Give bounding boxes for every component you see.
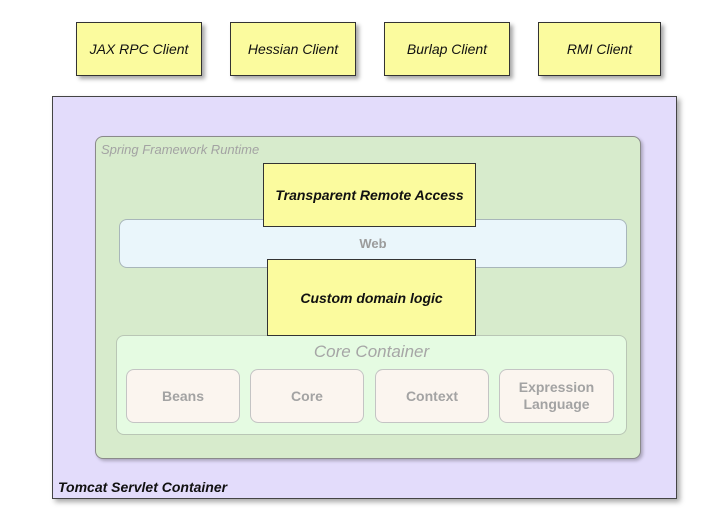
context-module: Context xyxy=(375,369,489,423)
rmi-client-box: RMI Client xyxy=(538,22,661,76)
web-label: Web xyxy=(359,236,387,251)
tomcat-servlet-container-label: Tomcat Servlet Container xyxy=(58,479,228,495)
burlap-client-box: Burlap Client xyxy=(384,22,510,76)
transparent-remote-access-box: Transparent Remote Access xyxy=(263,163,476,227)
spring-framework-runtime-label: Spring Framework Runtime xyxy=(101,142,260,157)
jax-rpc-client-label: JAX RPC Client xyxy=(89,41,189,57)
custom-domain-logic-label: Custom domain logic xyxy=(300,289,443,306)
expression-language-module-label: Expression Language xyxy=(518,379,595,412)
hessian-client-label: Hessian Client xyxy=(247,41,339,57)
hessian-client-box: Hessian Client xyxy=(230,22,356,76)
burlap-client-label: Burlap Client xyxy=(406,41,488,57)
custom-domain-logic-box: Custom domain logic xyxy=(267,259,476,336)
beans-module-label: Beans xyxy=(161,387,205,404)
beans-module: Beans xyxy=(126,369,240,423)
context-module-label: Context xyxy=(405,387,459,404)
core-container-label: Core Container xyxy=(313,342,430,361)
core-module: Core xyxy=(250,369,364,423)
core-module-label: Core xyxy=(291,387,323,404)
transparent-remote-access-label: Transparent Remote Access xyxy=(275,187,464,203)
expression-language-module: Expression Language xyxy=(499,369,614,423)
rmi-client-label: RMI Client xyxy=(566,41,633,57)
jax-rpc-client-box: JAX RPC Client xyxy=(76,22,202,76)
